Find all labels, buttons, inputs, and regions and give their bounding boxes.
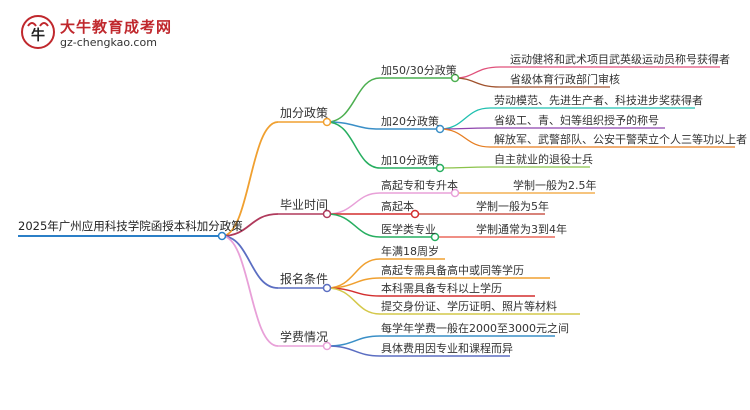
leaf-provincial-title: 省级工、青、妇等组织授予的称号 (494, 114, 659, 127)
edge-root-baoming (221, 235, 279, 289)
leaf-provincial-sports: 省级体育行政部门审核 (510, 73, 620, 86)
logo-title: 大牛教育成考网 (60, 18, 173, 36)
edge-root-biye (221, 213, 279, 237)
leaf-duration-3-4: 学制通常为3到4年 (476, 223, 567, 236)
branch-baoming: 报名条件 (280, 272, 329, 286)
branch-xuefei: 学费情况 (280, 330, 329, 344)
biye-gaoqiben: 高起本 (381, 200, 414, 213)
root-node (217, 231, 227, 241)
xuefei-range: 每学年学费一般在2000至3000元之间 (381, 322, 569, 335)
edge-root-jiafen (221, 121, 279, 237)
baoming-age: 年满18周岁 (381, 245, 439, 258)
logo-url: gz-chengkao.com (60, 36, 157, 49)
leaf-veteran: 自主就业的退役士兵 (494, 153, 593, 166)
xuefei-varies: 具体费用因专业和课程而异 (381, 342, 513, 355)
baoming-documents: 提交身份证、学历证明、照片等材料 (381, 300, 557, 313)
bull-logo-icon: 牛 (21, 15, 55, 49)
root-topic: 2025年广州应用科技学院函授本科加分政策 (18, 219, 243, 233)
svg-text:牛: 牛 (31, 27, 45, 44)
jiafen-20: 加20分政策 (381, 115, 439, 128)
biye-medical: 医学类专业 (381, 223, 436, 236)
edge-root-xuefei (221, 235, 279, 347)
baoming-highschool: 高起专需具备高中或同等学历 (381, 264, 524, 277)
leaf-military-merit: 解放军、武警部队、公安干警荣立个人三等功以上者 (494, 133, 747, 146)
jiafen-50-30: 加50/30分政策 (381, 64, 457, 77)
leaf-duration-2-5: 学制一般为2.5年 (513, 179, 597, 192)
branch-biye: 毕业时间 (280, 198, 329, 212)
leaf-model-worker: 劳动模范、先进生产者、科技进步奖获得者 (494, 94, 703, 107)
leaf-athlete: 运动健将和武术项目武英级运动员称号获得者 (510, 53, 730, 66)
branch-jiafen: 加分政策 (280, 106, 329, 120)
leaf-duration-5: 学制一般为5年 (476, 200, 549, 213)
logo: 牛 大牛教育成考网 gz-chengkao.com (20, 14, 200, 54)
biye-gaoqizhuan: 高起专和专升本 (381, 179, 458, 192)
jiafen-10: 加10分政策 (381, 154, 439, 167)
baoming-college: 本科需具备专科以上学历 (381, 282, 502, 295)
